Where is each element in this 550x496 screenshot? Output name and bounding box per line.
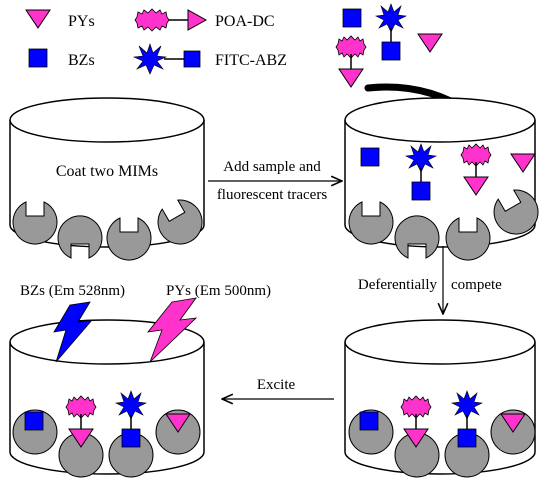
add-sample-line2: fluorescent tracers xyxy=(217,187,328,203)
blue-lightning-icon xyxy=(53,301,93,363)
magenta-lightning-icon xyxy=(147,297,198,363)
well-competed xyxy=(344,319,536,478)
bzs-square-icon xyxy=(360,147,380,167)
legend: PYs BZs POA-DC FITC-ABZ xyxy=(25,8,287,75)
fitc-abz-icon xyxy=(375,3,407,61)
legend-poa-dc-label: POA-DC xyxy=(215,13,275,30)
well-with-sample xyxy=(344,97,547,261)
poa-dc-icon xyxy=(134,8,208,32)
add-sample-line1: Add sample and xyxy=(223,159,321,175)
poa-dc-icon xyxy=(335,35,367,88)
bzs-square-icon xyxy=(359,411,379,431)
emission-labels: BZs (Em 528nm) PYs (Em 500nm) xyxy=(20,283,271,363)
bzs-square-icon xyxy=(24,411,44,431)
compete-step: Deferentially compete xyxy=(358,246,502,314)
pys-triangle-icon xyxy=(25,9,51,29)
compete-left-label: Deferentially xyxy=(358,277,438,293)
excite-label: Excite xyxy=(257,377,296,393)
pys-triangle-icon xyxy=(417,33,443,53)
coat-label: Coat two MIMs xyxy=(56,163,158,180)
bzs-emission-label: BZs (Em 528nm) xyxy=(20,283,125,299)
floating-tracers xyxy=(335,3,443,88)
legend-pys-label: PYs xyxy=(68,13,95,30)
legend-fitc-abz-label: FITC-ABZ xyxy=(215,52,287,69)
mim-icon xyxy=(394,215,440,259)
pys-emission-label: PYs (Em 500nm) xyxy=(166,283,271,299)
bzs-square-icon xyxy=(342,8,362,28)
legend-bzs-label: BZs xyxy=(68,52,95,69)
mim-icon xyxy=(57,215,103,259)
excite-step: Excite xyxy=(222,377,334,399)
well-excited xyxy=(9,319,205,478)
well-coated: Coat two MIMs xyxy=(9,97,211,261)
compete-right-label: compete xyxy=(451,277,502,293)
fitc-abz-icon xyxy=(132,43,201,75)
add-sample-step: Add sample and fluorescent tracers xyxy=(208,159,342,203)
bzs-square-icon xyxy=(28,48,48,68)
